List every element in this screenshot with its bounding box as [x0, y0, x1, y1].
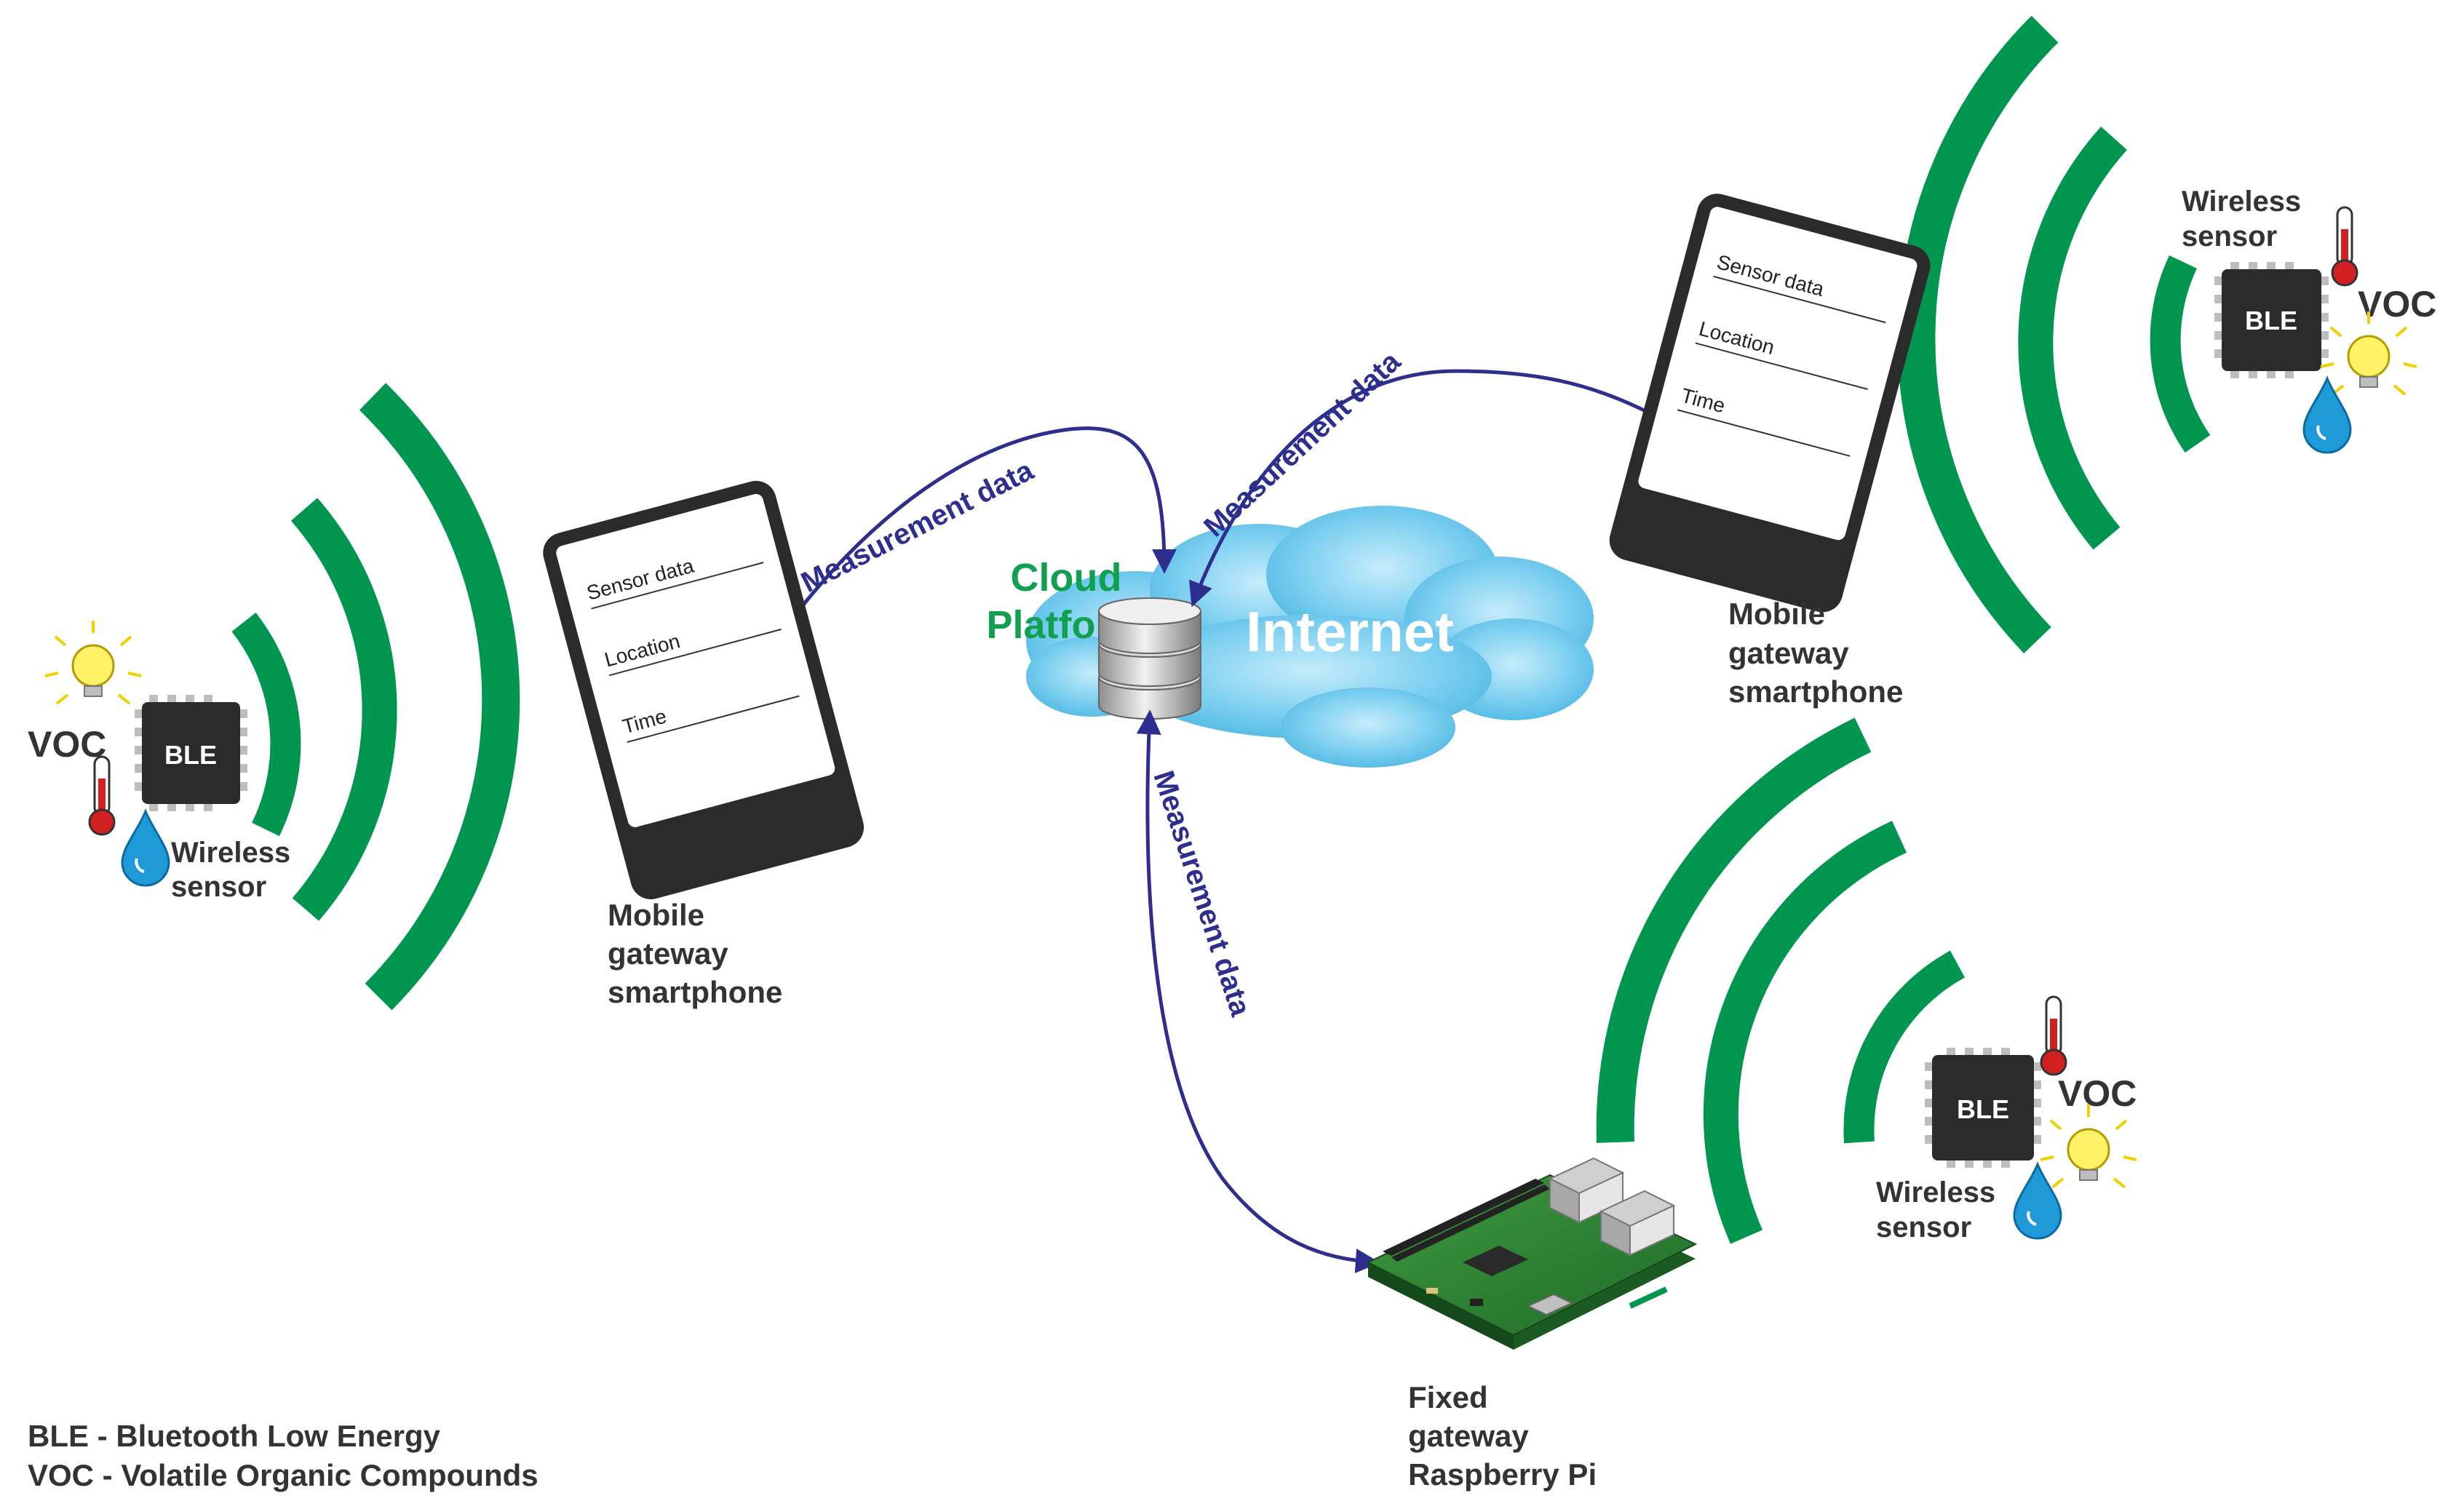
wireless-label-left: Wireless — [171, 837, 290, 869]
left-ble-chip: BLE — [135, 695, 247, 811]
sensor-label-bottom-right: sensor — [1876, 1211, 1971, 1243]
right-gateway-line3: smartphone — [1728, 674, 1903, 709]
internet-label: Internet — [1246, 600, 1454, 664]
left-gateway-line2: gateway — [608, 936, 728, 971]
top-right-signal-waves — [1897, 15, 2211, 653]
bottom-right-signal-waves — [1596, 717, 1966, 1244]
water-drop-icon — [2013, 1160, 2062, 1240]
database-icon — [1098, 597, 1201, 720]
raspberry-pi-icon — [1366, 1157, 1698, 1350]
thermometer-icon — [88, 755, 116, 836]
fixed-gateway-line2: gateway — [1408, 1419, 1529, 1453]
right-gateway-line2: gateway — [1728, 636, 1849, 670]
measurement-data-label-left: Measurement data — [796, 454, 1039, 599]
light-bulb-icon — [2040, 1104, 2137, 1189]
legend-ble: BLE - Bluetooth Low Energy — [28, 1419, 441, 1453]
left-gateway-line1: Mobile — [608, 898, 704, 932]
arrow-left-phone — [768, 426, 1177, 652]
wireless-label-bottom-right: Wireless — [1876, 1176, 1995, 1209]
voc-label-bottom-right: VOC — [2058, 1073, 2137, 1114]
smartphone-icon-right: Sensor data Location Time — [1609, 194, 1931, 613]
fixed-gateway-line3: Raspberry Pi — [1408, 1457, 1597, 1492]
ble-label-left: BLE — [164, 740, 217, 770]
top-right-ble-chip: BLE — [2214, 262, 2329, 378]
water-drop-icon — [121, 808, 170, 887]
cloud-platform-label-line1: Cloud — [1011, 556, 1122, 600]
measurement-data-label-vertical: Measurement data — [1147, 767, 1257, 1020]
left-signal-waves — [231, 383, 520, 1011]
sensor-label-left: sensor — [171, 871, 266, 903]
water-drop-icon — [2302, 375, 2352, 454]
sensor-label-top-right: sensor — [2182, 220, 2277, 252]
bottom-right-ble-chip: BLE — [1925, 1048, 2041, 1168]
arrow-raspberry-pi — [1136, 709, 1380, 1274]
ble-label-bottom-right: BLE — [1957, 1094, 2009, 1124]
wireless-label-top-right: Wireless — [2182, 186, 2301, 218]
left-gateway-line3: smartphone — [608, 975, 782, 1009]
legend-voc: VOC - Volatile Organic Compounds — [28, 1458, 538, 1492]
ble-label-top-right: BLE — [2245, 306, 2297, 335]
voc-label-top-right: VOC — [2358, 284, 2436, 325]
light-bulb-icon — [44, 621, 142, 705]
right-gateway-line1: Mobile — [1728, 597, 1825, 631]
thermometer-icon — [2040, 995, 2067, 1076]
arrow-right-phone — [1188, 369, 1671, 608]
light-bulb-icon — [2320, 311, 2417, 396]
smartphone-icon-left: Sensor data Location Time — [543, 480, 865, 899]
voc-label-left: VOC — [28, 724, 106, 765]
fixed-gateway-line1: Fixed — [1408, 1380, 1488, 1414]
thermometer-icon — [2331, 206, 2358, 287]
